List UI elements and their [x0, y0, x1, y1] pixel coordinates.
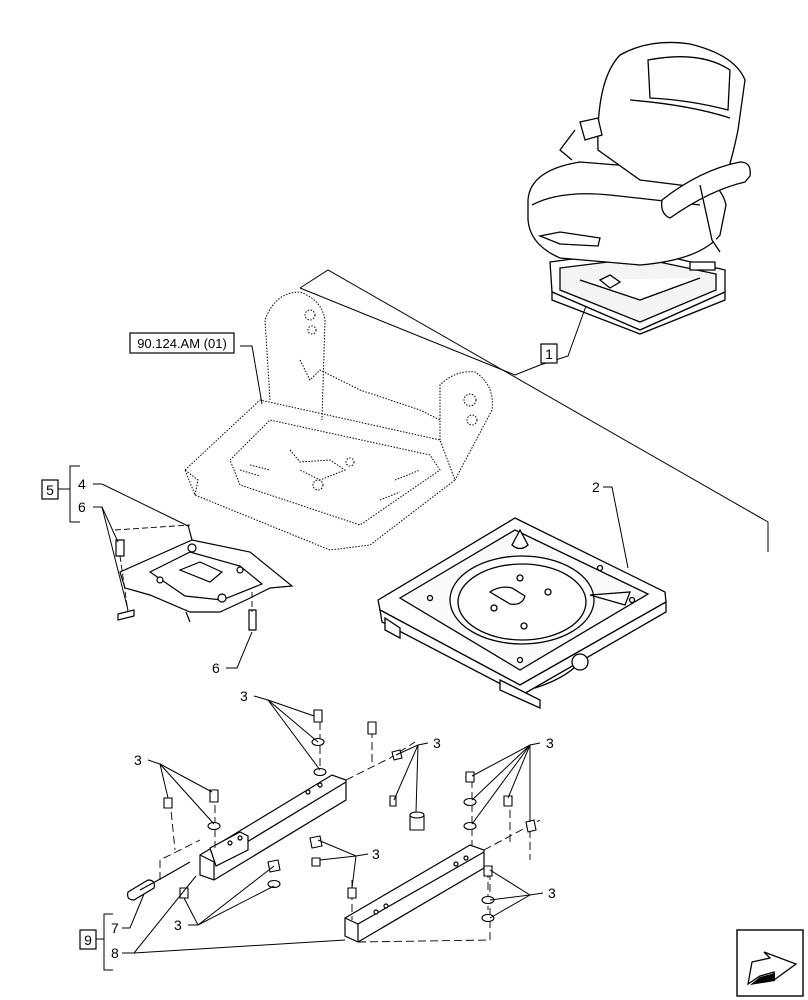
callout-4: 4	[78, 476, 86, 492]
seat-assembly	[527, 41, 751, 335]
callout-3-b: 3	[433, 735, 441, 751]
hardware-bolts	[163, 709, 537, 923]
callout-3-e: 3	[372, 846, 380, 862]
callout-1[interactable]: 1	[540, 343, 558, 364]
rail-hidden-lines	[159, 722, 541, 943]
callout-9-text: 9	[84, 932, 92, 948]
ref-label-text: 90.124.AM (01)	[137, 336, 227, 351]
arrow-icon[interactable]	[736, 929, 804, 997]
callout-3-f: 3	[174, 917, 182, 933]
callout-9[interactable]: 9	[79, 929, 97, 950]
callout-7: 7	[111, 920, 119, 936]
callout-3-d: 3	[546, 735, 554, 751]
adapter-plate	[115, 524, 294, 631]
stud-hidden-lines	[114, 524, 253, 613]
callout-3-g: 3	[548, 885, 556, 901]
callout-8: 8	[111, 945, 119, 961]
callout-5[interactable]: 5	[41, 479, 59, 500]
seat-frame-reference	[184, 291, 493, 551]
callout-6-top: 6	[78, 499, 86, 515]
slide-rails	[127, 774, 485, 943]
callout-5-text: 5	[46, 482, 54, 498]
callout-3-c: 3	[134, 752, 142, 768]
ref-label-box[interactable]: 90.124.AM (01)	[129, 332, 235, 354]
leader-lines	[58, 269, 769, 971]
swivel-plate	[377, 517, 667, 710]
callout-1-text: 1	[545, 346, 553, 362]
callout-6-bottom: 6	[212, 660, 220, 676]
callout-2: 2	[592, 479, 600, 495]
callout-3-a: 3	[240, 688, 248, 704]
